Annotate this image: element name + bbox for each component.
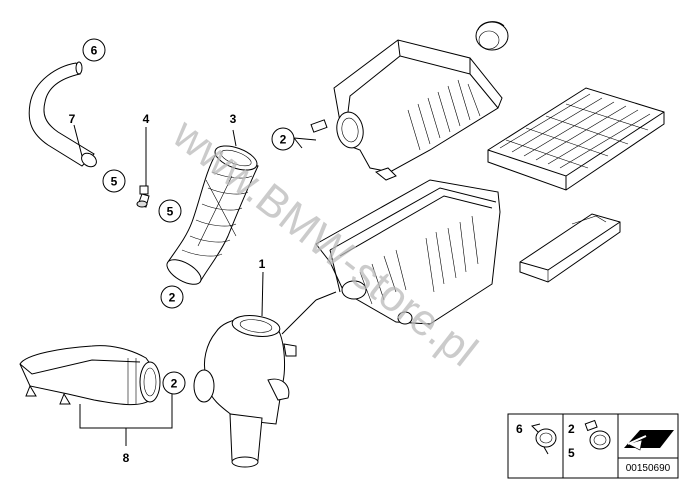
direction-arrow-icon: [624, 430, 674, 451]
intake-duct-part-8: [19, 345, 161, 406]
callout-circle-5b: [158, 199, 182, 223]
callout-circle-2b: [160, 285, 184, 309]
filter-housing-lid: [310, 39, 503, 181]
bracket: [519, 213, 621, 283]
hose-clamp-icon: [531, 423, 557, 455]
legend-number-5: 5: [568, 446, 575, 460]
intake-elbow-part-1: [193, 315, 297, 468]
callout-5a: 5: [111, 175, 118, 189]
callout-circle-2c: [162, 371, 186, 395]
callout-2a: 2: [280, 133, 287, 147]
grommet: [475, 21, 509, 51]
callout-5b: 5: [167, 205, 174, 219]
callout-6: 6: [91, 44, 98, 58]
callout-circle-2a: [271, 127, 295, 151]
valve-part-4: [136, 185, 150, 208]
callout-8: 8: [123, 451, 130, 465]
intake-boot-part-3: [166, 145, 259, 285]
callout-2b: 2: [169, 291, 176, 305]
filter-housing-lower: [315, 179, 501, 325]
callouts: 6 7 4 3 1 8 2 5 5 2 2: [69, 38, 295, 465]
hose-part-7: [28, 61, 97, 168]
callout-2c: 2: [171, 377, 178, 391]
callout-1: 1: [259, 257, 266, 271]
callout-7: 7: [69, 112, 76, 126]
callout-4: 4: [143, 112, 150, 126]
legend-number-2: 2: [568, 422, 575, 436]
callout-circle-6: [82, 38, 106, 62]
leader-lines: [73, 124, 337, 446]
legend-box: 6 2 5 00150690: [507, 413, 679, 479]
reference-number: 00150690: [626, 463, 671, 474]
filter-element: [487, 87, 665, 191]
worm-clamp-icon: [584, 419, 611, 450]
callout-3: 3: [230, 112, 237, 126]
legend-number-6: 6: [516, 422, 523, 436]
callout-circle-5a: [102, 169, 126, 193]
